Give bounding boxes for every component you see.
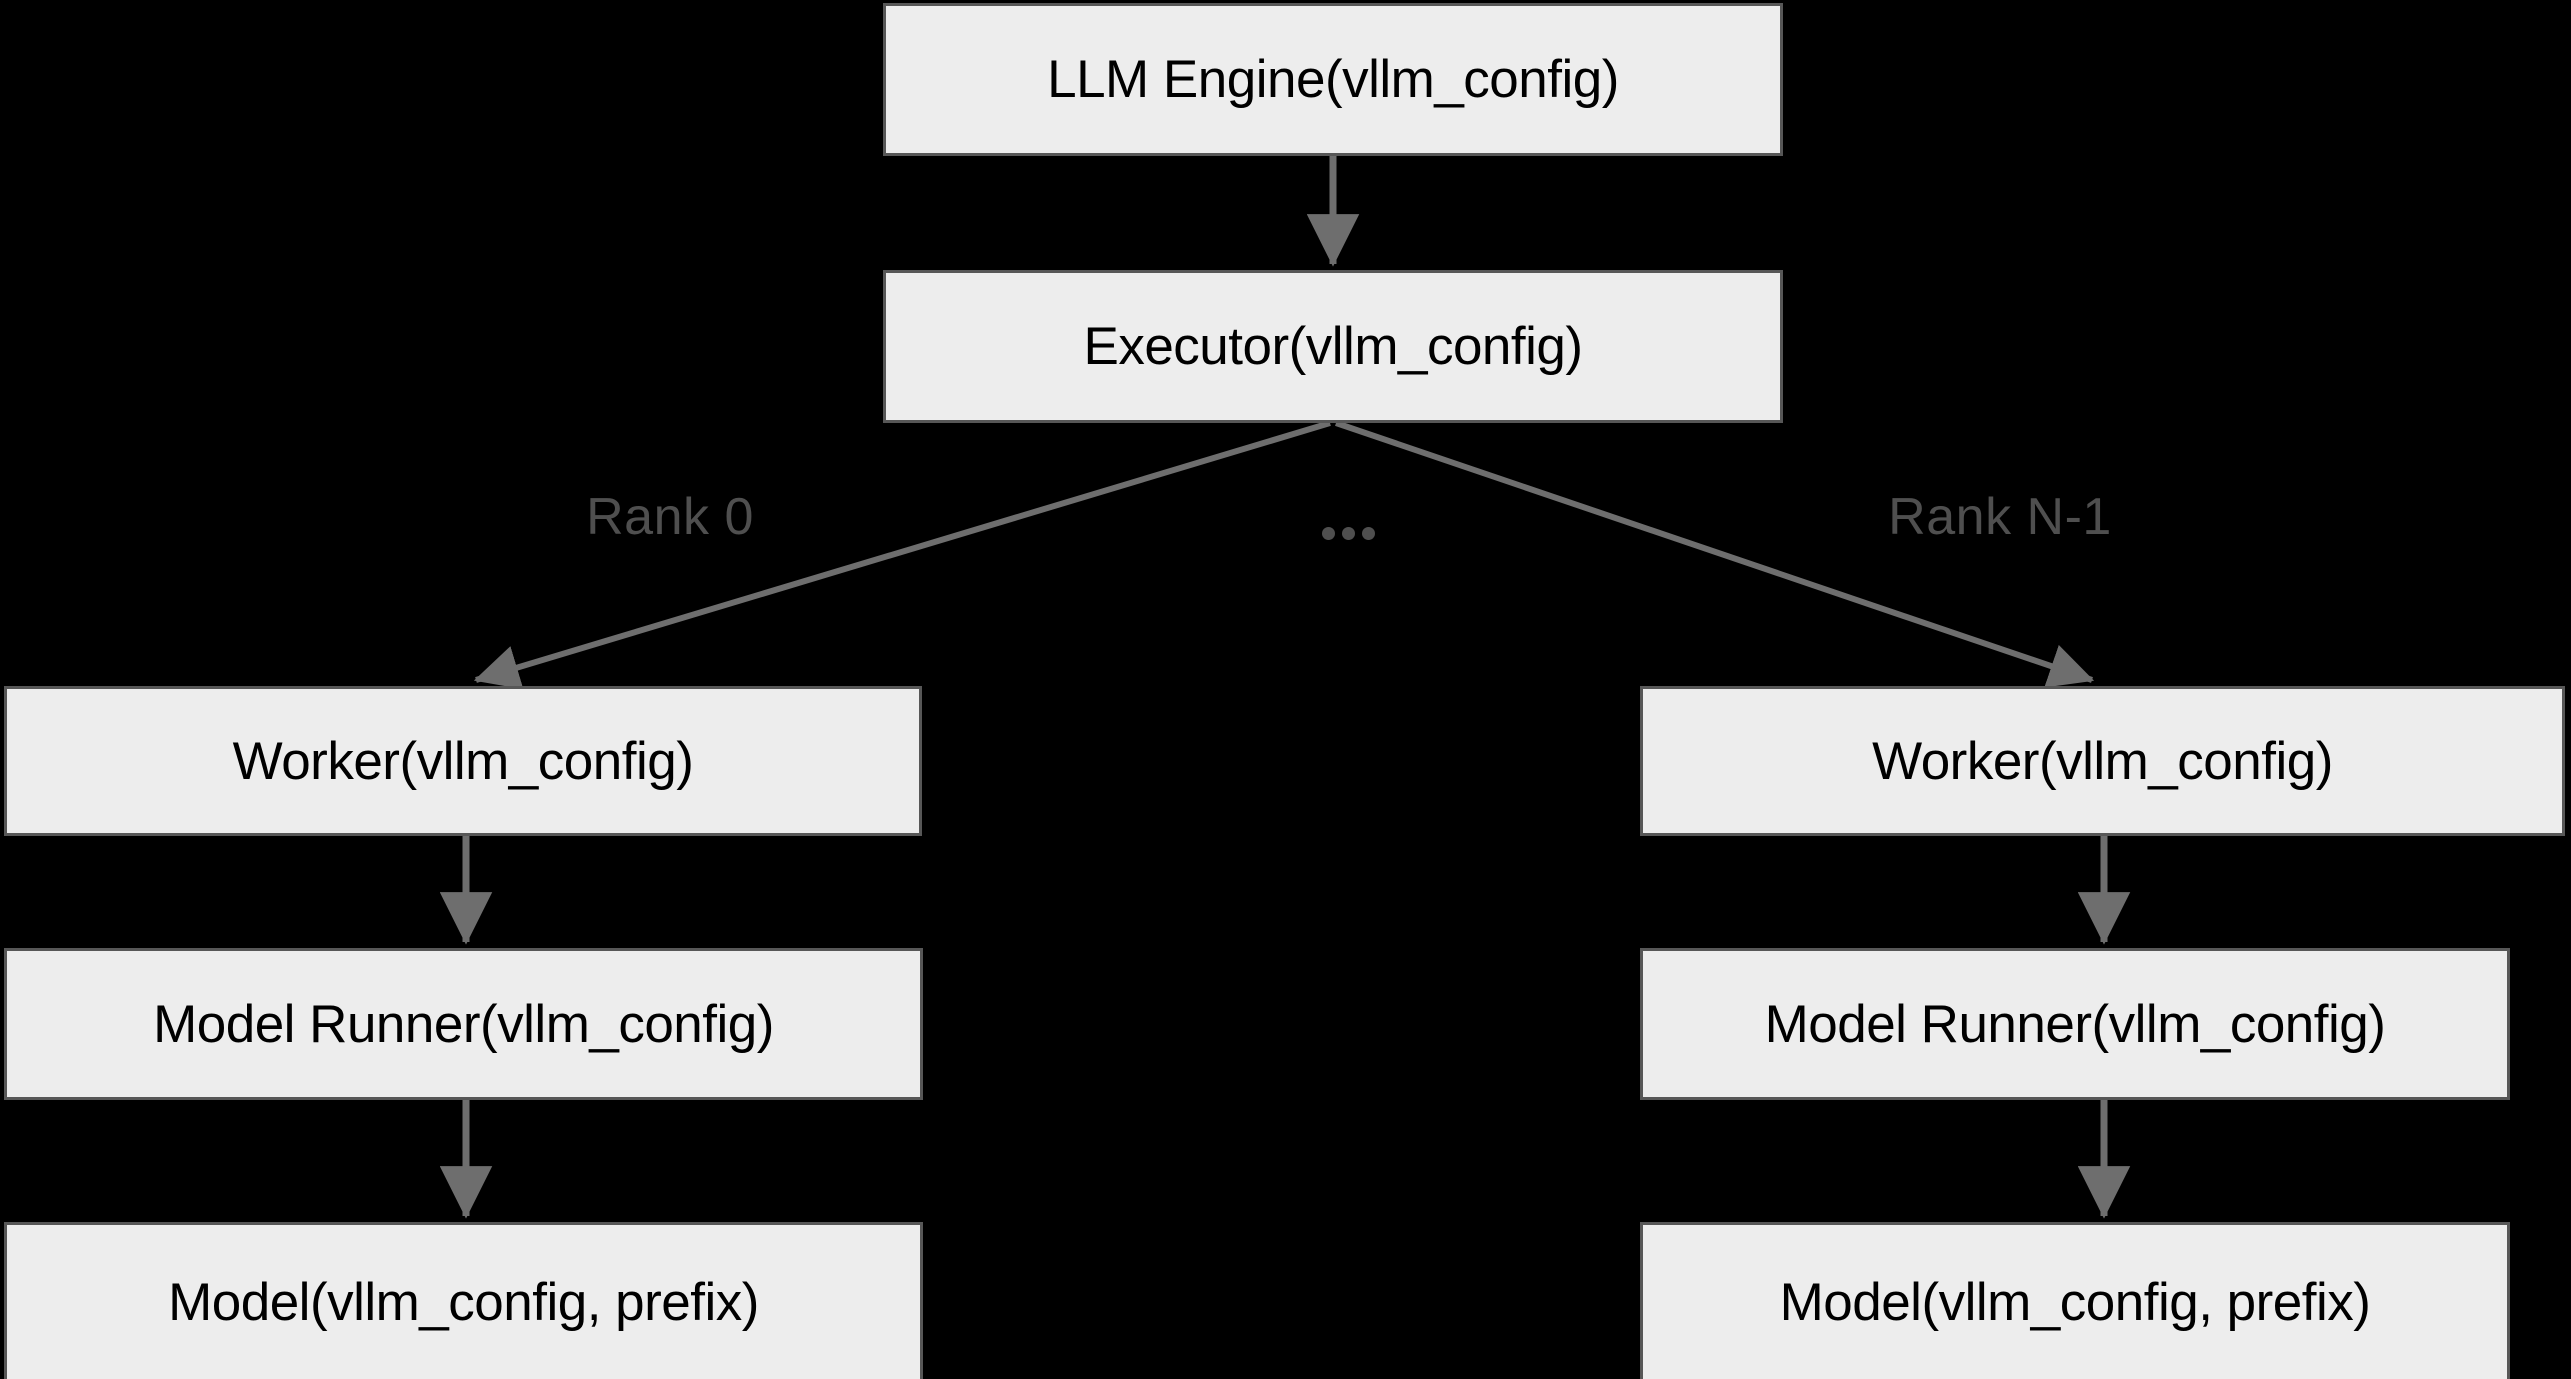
- ellipsis-icon: [1322, 527, 1375, 540]
- node-worker-rank-n[interactable]: Worker(vllm_config): [1640, 686, 2565, 836]
- node-model-rank-n-label: Model(vllm_config, prefix): [1779, 1272, 2371, 1332]
- edge-executor-to-worker-0: [473, 420, 1331, 690]
- node-model-rank-n[interactable]: Model(vllm_config, prefix): [1640, 1222, 2510, 1379]
- node-model-rank-0-label: Model(vllm_config, prefix): [168, 1272, 759, 1332]
- node-llm-engine[interactable]: LLM Engine(vllm_config): [883, 3, 1783, 156]
- edge-executor-to-worker-n: [1335, 420, 2095, 688]
- node-executor-label: Executor(vllm_config): [1083, 317, 1583, 376]
- edge-label-rank-n-minus-1: Rank N-1: [1888, 488, 2112, 546]
- node-llm-engine-label: LLM Engine(vllm_config): [1047, 50, 1619, 109]
- node-executor[interactable]: Executor(vllm_config): [883, 270, 1783, 423]
- node-model-runner-rank-0-label: Model Runner(vllm_config): [153, 994, 774, 1054]
- node-worker-rank-0[interactable]: Worker(vllm_config): [4, 686, 922, 836]
- node-worker-rank-0-label: Worker(vllm_config): [232, 731, 694, 791]
- node-model-runner-rank-0[interactable]: Model Runner(vllm_config): [4, 948, 923, 1100]
- node-model-runner-rank-n-label: Model Runner(vllm_config): [1764, 994, 2386, 1054]
- edge-label-rank-0: Rank 0: [586, 488, 754, 546]
- node-model-rank-0[interactable]: Model(vllm_config, prefix): [4, 1222, 923, 1379]
- node-model-runner-rank-n[interactable]: Model Runner(vllm_config): [1640, 948, 2510, 1100]
- node-worker-rank-n-label: Worker(vllm_config): [1872, 731, 2333, 791]
